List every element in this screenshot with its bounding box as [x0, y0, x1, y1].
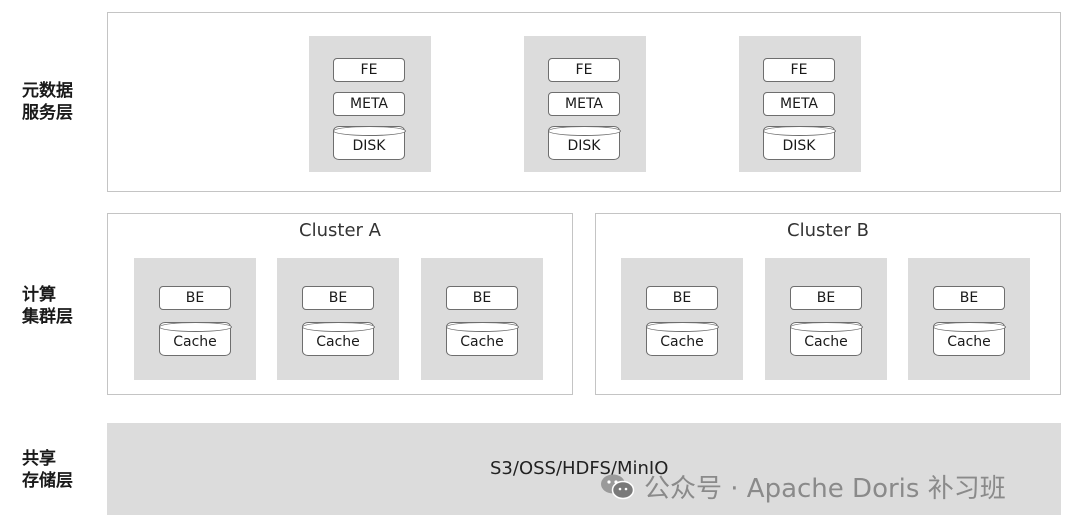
fe-box: FE: [548, 58, 620, 82]
disk-cylinder: DISK: [332, 125, 406, 160]
disk-cylinder: DISK: [547, 125, 621, 160]
meta-box: META: [548, 92, 620, 116]
be-box: BE: [302, 286, 374, 310]
compute-layer-label-line1: 计算: [22, 285, 56, 305]
disk-label: DISK: [567, 138, 601, 154]
be-node: BE Cache: [908, 258, 1030, 380]
be-node: BE Cache: [134, 258, 256, 380]
cache-label: Cache: [173, 334, 217, 350]
wechat-icon: [600, 473, 636, 501]
disk-label: DISK: [352, 138, 386, 154]
cylinder-top: [547, 125, 621, 136]
cache-label: Cache: [947, 334, 991, 350]
cylinder-top: [932, 321, 1006, 332]
storage-layer-label: 共享 存储层: [22, 448, 102, 492]
metadata-layer-label: 元数据 服务层: [22, 80, 102, 124]
watermark-text: 公众号 · Apache Doris 补习班: [644, 474, 1006, 504]
storage-label: S3/OSS/HDFS/MinIO: [490, 458, 669, 479]
be-node: BE Cache: [277, 258, 399, 380]
cache-cylinder: Cache: [158, 321, 232, 356]
be-box: BE: [446, 286, 518, 310]
cylinder-top: [445, 321, 519, 332]
fe-box: FE: [333, 58, 405, 82]
meta-box: META: [333, 92, 405, 116]
cache-label: Cache: [660, 334, 704, 350]
cylinder-top: [301, 321, 375, 332]
cache-cylinder: Cache: [645, 321, 719, 356]
fe-node-2: FE META DISK: [524, 36, 646, 172]
be-node: BE Cache: [421, 258, 543, 380]
cache-label: Cache: [316, 334, 360, 350]
be-node: BE Cache: [765, 258, 887, 380]
fe-node-3: FE META DISK: [739, 36, 861, 172]
metadata-layer-label-line1: 元数据: [22, 81, 73, 101]
watermark: 公众号 · Apache Doris 补习班: [600, 468, 1006, 505]
storage-layer-label-line2: 存储层: [22, 471, 73, 491]
be-box: BE: [790, 286, 862, 310]
storage-layer-label-line1: 共享: [22, 449, 56, 469]
shared-storage-panel: [107, 423, 1061, 515]
meta-box: META: [763, 92, 835, 116]
be-node: BE Cache: [621, 258, 743, 380]
disk-label: DISK: [782, 138, 816, 154]
cylinder-top: [158, 321, 232, 332]
be-box: BE: [933, 286, 1005, 310]
compute-layer-label: 计算 集群层: [22, 284, 102, 328]
metadata-layer-label-line2: 服务层: [22, 103, 73, 123]
cache-cylinder: Cache: [789, 321, 863, 356]
cylinder-top: [332, 125, 406, 136]
cache-label: Cache: [460, 334, 504, 350]
cylinder-top: [645, 321, 719, 332]
cache-label: Cache: [804, 334, 848, 350]
cluster-title: Cluster B: [787, 220, 869, 241]
cluster-title: Cluster A: [299, 220, 381, 241]
compute-layer-label-line2: 集群层: [22, 307, 73, 327]
cache-cylinder: Cache: [445, 321, 519, 356]
disk-cylinder: DISK: [762, 125, 836, 160]
be-box: BE: [159, 286, 231, 310]
cache-cylinder: Cache: [932, 321, 1006, 356]
fe-node-1: FE META DISK: [309, 36, 431, 172]
be-box: BE: [646, 286, 718, 310]
cylinder-top: [762, 125, 836, 136]
cylinder-top: [789, 321, 863, 332]
cache-cylinder: Cache: [301, 321, 375, 356]
fe-box: FE: [763, 58, 835, 82]
